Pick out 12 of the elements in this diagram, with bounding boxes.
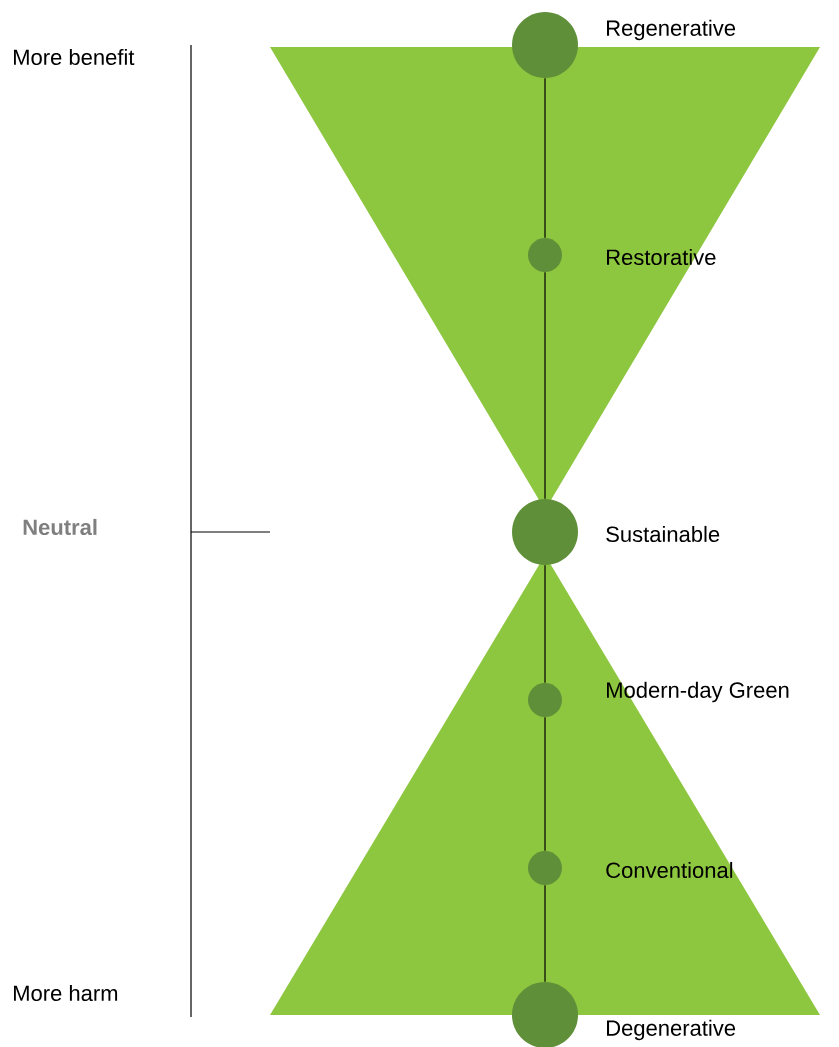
connector-line: [544, 77, 546, 239]
scale-label: Neutral: [23, 518, 97, 536]
stage-label: Sustainable: [606, 525, 720, 543]
connector-line: [544, 271, 546, 500]
connector-line: [544, 884, 546, 983]
stage-label: Regenerative: [607, 19, 736, 41]
stage-label: Degenerative: [607, 1019, 736, 1041]
connector-line: [544, 716, 546, 852]
scale-label: More harm: [14, 984, 118, 1002]
connector-line: [544, 564, 546, 684]
stage-label: Conventional: [606, 861, 733, 879]
scale-label: More benefit: [14, 48, 135, 66]
